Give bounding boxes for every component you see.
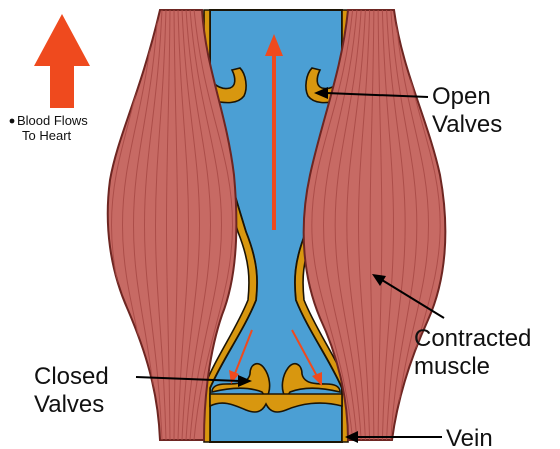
open-valves-label-line-1: Open — [432, 83, 491, 110]
closed-valves-label-line-1: Closed — [34, 363, 109, 390]
open-valves-label-line-2: Valves — [432, 111, 502, 138]
closed-valves-label-line-2: Valves — [34, 391, 104, 418]
up-arrow-icon — [34, 14, 90, 108]
legend-line-1: Blood Flows — [17, 113, 88, 128]
vein-label: Vein — [446, 425, 493, 449]
legend-bullet — [10, 119, 15, 124]
legend-line-2: To Heart — [22, 128, 72, 143]
contracted-muscle-label-line-2: muscle — [414, 353, 490, 380]
contracted-muscle-label-line-1: Contracted — [414, 325, 531, 352]
